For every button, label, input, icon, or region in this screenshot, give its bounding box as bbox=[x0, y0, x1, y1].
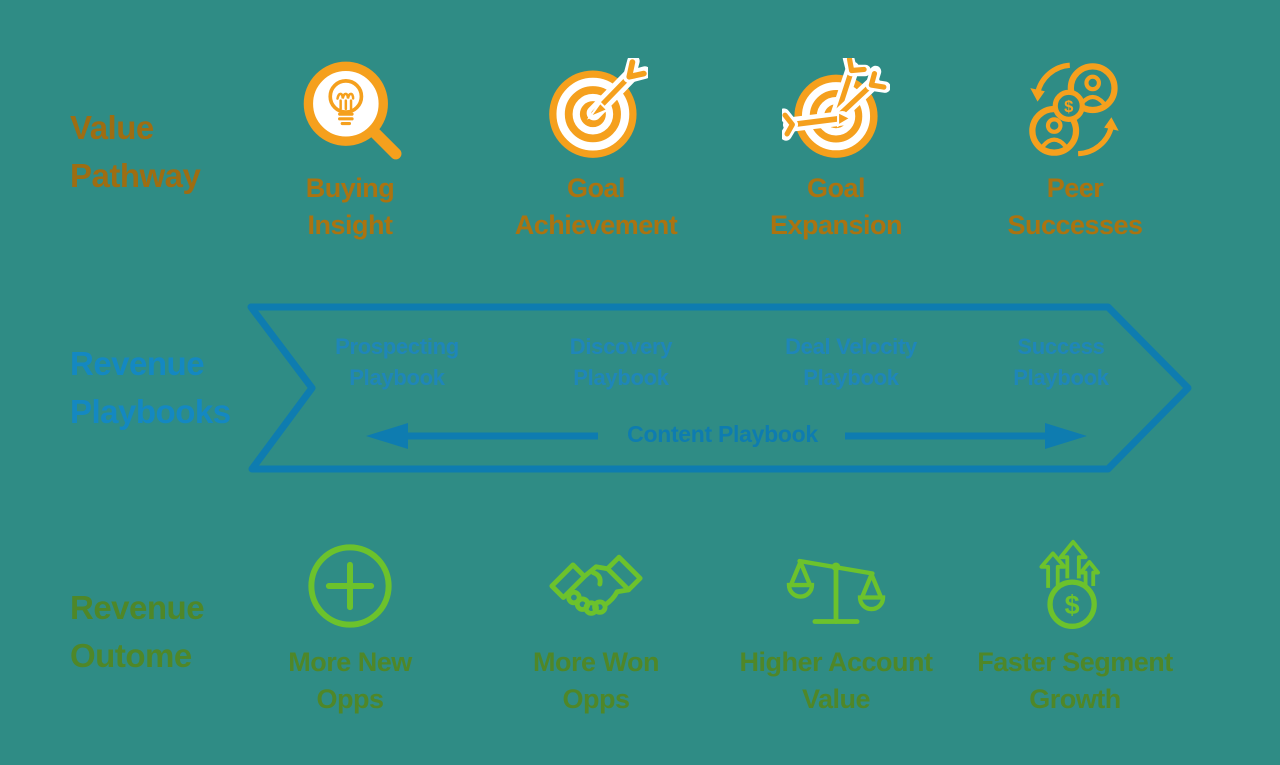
revenue-outcome-item-faster-segment-growth: $ Faster Segment Growth bbox=[955, 536, 1195, 719]
label-line: Goal bbox=[806, 173, 866, 203]
revenue-outcome-item-label: More Won Opps bbox=[533, 644, 660, 719]
revenue-outcome-heading: Revenue Outome bbox=[70, 584, 205, 680]
value-pathway-item-label: Buying Insight bbox=[306, 170, 395, 245]
content-playbook-left-arrow-icon bbox=[366, 423, 598, 449]
revenue-outcome-item-label: Faster Segment Growth bbox=[977, 644, 1173, 719]
heading-line: Playbooks bbox=[70, 392, 231, 430]
dollar-glyph: $ bbox=[1065, 590, 1080, 620]
playbook-label-prospecting: Prospecting Playbook bbox=[277, 331, 517, 393]
label-line: Achievement bbox=[514, 210, 678, 241]
content-playbook-label: Content Playbook bbox=[627, 421, 818, 447]
revenue-outcome-item-label: Higher Account Value bbox=[739, 644, 933, 719]
revenue-outcome-item-more-new-opps: More New Opps bbox=[230, 536, 470, 719]
value-pathway-item-buying-insight: Buying Insight bbox=[230, 58, 470, 245]
label-line: Playbook bbox=[1013, 365, 1109, 391]
label-line: Opps bbox=[562, 684, 630, 715]
lightbulb-magnifier-icon bbox=[298, 58, 402, 162]
label-line: Faster Segment bbox=[977, 647, 1173, 677]
value-pathway-item-label: Goal Achievement bbox=[515, 170, 678, 245]
label-line: Buying bbox=[305, 173, 395, 203]
heading-line: Revenue bbox=[70, 589, 205, 626]
peer-successes-icon: $ bbox=[1021, 58, 1129, 162]
label-line: Opps bbox=[316, 684, 384, 715]
label-line: Value bbox=[801, 684, 871, 715]
revenue-outcome-item-label: More New Opps bbox=[288, 644, 412, 719]
label-line: Playbook bbox=[803, 365, 899, 391]
content-playbook-right-arrow-icon bbox=[845, 423, 1087, 449]
label-line: Deal Velocity bbox=[785, 334, 917, 359]
label-line: Playbook bbox=[349, 365, 445, 391]
heading-line: Outome bbox=[70, 636, 192, 674]
heading-line: Revenue bbox=[70, 345, 205, 382]
heading-line: Pathway bbox=[70, 156, 201, 194]
playbook-label-success: Success Playbook bbox=[941, 331, 1181, 393]
label-line: Success bbox=[1017, 334, 1105, 359]
value-pathway-item-label: Goal Expansion bbox=[769, 170, 903, 245]
label-line: Goal bbox=[566, 173, 626, 203]
value-pathway-item-goal-achievement: Goal Achievement bbox=[476, 58, 716, 245]
label-line: Discovery bbox=[569, 334, 673, 359]
label-line: Prospecting bbox=[335, 334, 459, 359]
value-pathway-item-label: Peer Successes bbox=[1007, 170, 1143, 245]
target-two-arrows-icon bbox=[782, 58, 890, 162]
target-arrow-icon bbox=[544, 58, 648, 162]
handshake-icon bbox=[546, 536, 646, 636]
revenue-outcome-item-higher-account-value: Higher Account Value bbox=[716, 536, 956, 719]
label-line: Playbook bbox=[573, 365, 669, 391]
label-line: Peer bbox=[1046, 173, 1104, 203]
money-growth-icon: $ bbox=[1026, 536, 1124, 636]
heading-line: Value bbox=[70, 109, 154, 146]
label-line: Expansion bbox=[769, 210, 903, 241]
balance-scale-icon bbox=[786, 536, 886, 636]
label-line: More Won bbox=[533, 647, 660, 677]
playbook-label-deal-velocity: Deal Velocity Playbook bbox=[731, 331, 971, 393]
dollar-glyph: $ bbox=[1064, 97, 1074, 116]
label-line: Successes bbox=[1007, 210, 1143, 241]
label-line: More New bbox=[288, 647, 412, 677]
value-pathway-item-goal-expansion: Goal Expansion bbox=[716, 58, 956, 245]
value-pathway-heading: Value Pathway bbox=[70, 104, 201, 200]
revenue-outcome-item-more-won-opps: More Won Opps bbox=[476, 536, 716, 719]
label-line: Higher Account bbox=[739, 647, 933, 677]
revenue-playbooks-heading: Revenue Playbooks bbox=[70, 340, 231, 436]
playbook-label-discovery: Discovery Playbook bbox=[501, 331, 741, 393]
playbook-banner-arrow bbox=[247, 303, 1192, 473]
value-pathway-item-peer-successes: $ Peer Successes bbox=[955, 58, 1195, 245]
label-line: Growth bbox=[1029, 684, 1121, 715]
label-line: Insight bbox=[307, 210, 393, 241]
plus-circle-icon bbox=[304, 536, 396, 636]
